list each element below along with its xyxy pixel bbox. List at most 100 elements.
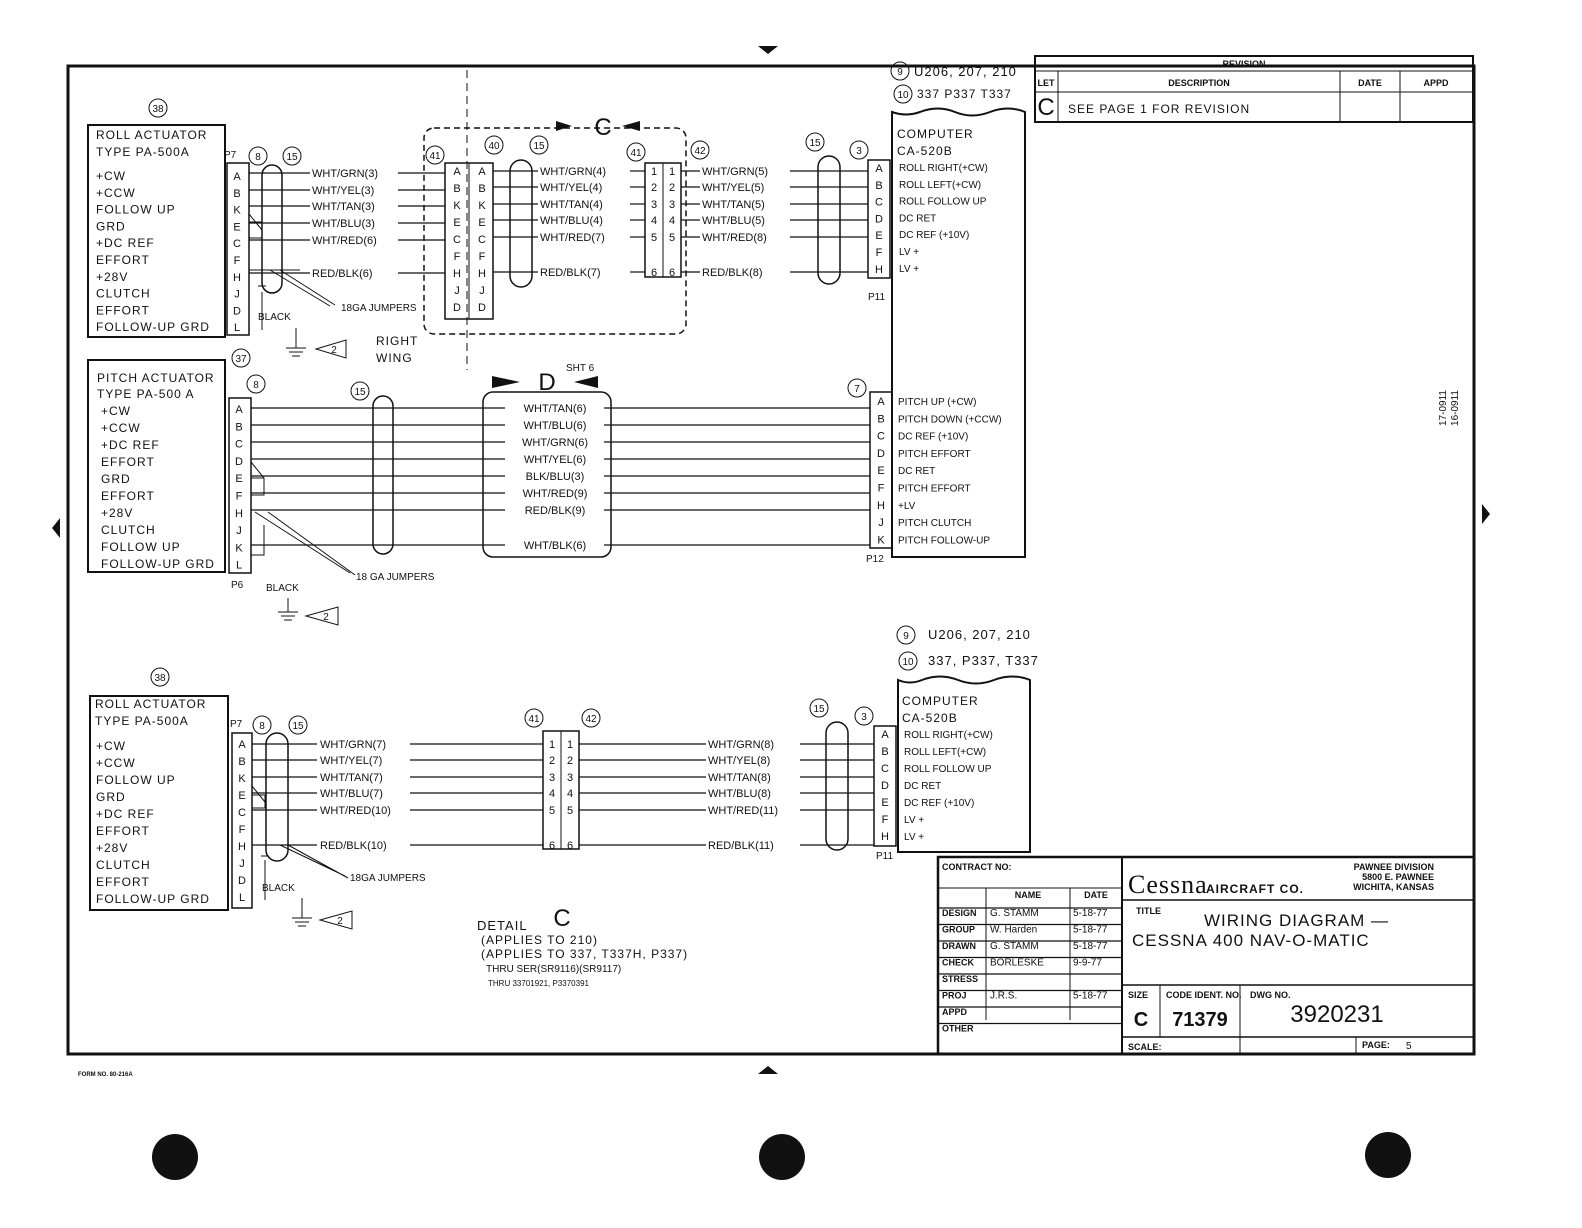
s3-actuator-pin-0: A	[238, 739, 246, 751]
ref-15-s2: 15	[354, 387, 366, 398]
black-label-s1: BLACK	[258, 312, 291, 323]
s1-splice-pin-a-5: 6	[651, 267, 657, 279]
s1-conn-pin-b-8: D	[478, 302, 486, 314]
tb-role-0: DESIGN	[942, 908, 977, 918]
binder-hole-left	[152, 1134, 198, 1180]
s1-actuator-function-0: +CW	[96, 169, 126, 183]
ref-15b-s1: 15	[533, 141, 545, 152]
s3-splice-pin-b-0: 1	[567, 739, 573, 751]
s2-comp-pin-0: A	[877, 396, 885, 408]
s2-actuator-pin-0: A	[235, 404, 243, 416]
tb-date-2: 5-18-77	[1073, 941, 1108, 952]
cessna-logo: Cessna	[1128, 870, 1208, 899]
wing-label: WING	[376, 351, 413, 365]
s3-wire-right-0: WHT/GRN(8)	[708, 739, 774, 751]
code-value: 71379	[1172, 1009, 1228, 1031]
s1-conn-pin-a-7: J	[454, 285, 460, 297]
note-9-top: U206, 207, 210	[914, 64, 1017, 79]
s1-comp-pin-4: E	[875, 230, 882, 242]
s1-actuator-function-9: FOLLOW-UP GRD	[96, 320, 210, 334]
s1-wire-mid-2: WHT/TAN(4)	[540, 199, 603, 211]
s1-actuator-pin-5: F	[234, 255, 241, 267]
s1-wire-right-1: WHT/YEL(5)	[702, 182, 764, 194]
contract-label: CONTRACT NO:	[942, 862, 1012, 872]
dwg-label: DWG NO.	[1250, 990, 1291, 1000]
s3-comp-pin-4: E	[881, 797, 888, 809]
s2-wire-3: WHT/YEL(6)	[524, 454, 586, 466]
s3-actuator-function-3: GRD	[96, 790, 126, 804]
detail-label: DETAIL	[477, 918, 528, 933]
s2-comp-pin-4: E	[877, 465, 884, 477]
s3-comp-function-5: LV +	[904, 815, 924, 826]
actuator-type-s3: TYPE PA-500A	[95, 714, 189, 728]
s3-splice-pin-a-1: 2	[549, 755, 555, 767]
s2-comp-pin-5: F	[878, 483, 885, 495]
center-mark-right	[1482, 504, 1490, 524]
s3-wire-right-2: WHT/TAN(8)	[708, 772, 771, 784]
s1-actuator-pin-0: A	[233, 171, 241, 183]
s1-conn-pin-b-6: H	[478, 268, 486, 280]
s1-conn-pin-a-8: D	[453, 302, 461, 314]
side-ref-2: 16-0911	[1450, 390, 1461, 426]
s1-comp-pin-0: A	[875, 163, 883, 175]
side-ref-1: 17-0911	[1438, 390, 1449, 426]
title-line-2: CESSNA 400 NAV-O-MATIC	[1132, 931, 1370, 950]
s1-actuator-pin-4: C	[233, 238, 241, 250]
ground-note-s3: 2	[337, 916, 343, 927]
revision-col-date: DATE	[1358, 78, 1382, 88]
ref-8-s2: 8	[253, 380, 259, 391]
tb-date-1: 5-18-77	[1073, 925, 1108, 936]
s2-comp-function-4: DC RET	[898, 466, 935, 477]
s1-comp-pin-3: D	[875, 213, 883, 225]
s3-wire-left-3: WHT/BLU(7)	[320, 788, 383, 800]
s1-actuator-function-7: CLUTCH	[96, 287, 151, 301]
s2-wire-4: BLK/BLU(3)	[526, 471, 585, 483]
s1-conn-pin-a-3: E	[453, 217, 460, 229]
tb-role-6: APPD	[942, 1007, 968, 1017]
s2-comp-pin-8: K	[877, 534, 885, 546]
actuator-ref-s1: 38	[152, 104, 164, 115]
badge-10-s3: 10	[902, 657, 914, 668]
s1-wire-left-3: WHT/BLU(3)	[312, 218, 375, 230]
s3-comp-pin-0: A	[881, 729, 889, 741]
tb-role-7: OTHER	[942, 1024, 974, 1034]
division-2: 5800 E. PAWNEE	[1362, 872, 1434, 882]
black-label-s2: BLACK	[266, 583, 299, 594]
s2-actuator-pin-5: F	[236, 491, 243, 503]
s3-actuator-pin-6: H	[238, 841, 246, 853]
s1-splice-pin-b-1: 2	[669, 182, 675, 194]
s3-wire-left-1: WHT/YEL(7)	[320, 755, 382, 767]
s3-splice-pin-b-2: 3	[567, 772, 573, 784]
s1-actuator-pin-1: B	[233, 188, 240, 200]
s1-actuator-function-5: EFFORT	[96, 253, 150, 267]
s1-conn-pin-a-1: B	[453, 183, 460, 195]
s2-comp-pin-2: C	[877, 431, 885, 443]
s3-actuator-function-8: EFFORT	[96, 875, 150, 889]
s1-actuator-function-4: +DC REF	[96, 236, 155, 250]
roll-actuator-box-s3	[89, 695, 229, 911]
detail-c-letter: C	[594, 114, 611, 141]
s1-comp-pin-5: F	[876, 247, 883, 259]
s3-comp-function-1: ROLL LEFT(+CW)	[904, 747, 986, 758]
s3-splice-pin-b-1: 2	[567, 755, 573, 767]
ground-note-s2: 2	[323, 612, 329, 623]
s2-comp-function-8: PITCH FOLLOW-UP	[898, 535, 990, 546]
s3-actuator-function-6: +28V	[96, 841, 128, 855]
title-line-1: WIRING DIAGRAM —	[1204, 911, 1389, 930]
detail-line-4: THRU 33701921, P3370391	[488, 979, 590, 988]
s3-comp-function-2: ROLL FOLLOW UP	[904, 764, 992, 775]
ref-15a-s1: 15	[286, 152, 298, 163]
s1-comp-pin-6: H	[875, 264, 883, 276]
s2-actuator-function-7: CLUTCH	[101, 523, 156, 537]
plug-p11-s1: P11	[868, 292, 885, 303]
s3-actuator-pin-8: D	[238, 875, 246, 887]
s1-wire-left-5: RED/BLK(6)	[312, 268, 373, 280]
actuator-type-s2: TYPE PA-500 A	[97, 387, 195, 401]
s2-actuator-function-0: +CW	[101, 404, 131, 418]
detail-d-letter: D	[538, 369, 555, 396]
plug-p12-s2: P12	[866, 554, 884, 565]
s2-actuator-function-4: GRD	[101, 472, 131, 486]
detail-line-1: (APPLIES TO 210)	[481, 933, 598, 947]
s1-wire-mid-1: WHT/YEL(4)	[540, 182, 602, 194]
s3-wire-right-1: WHT/YEL(8)	[708, 755, 770, 767]
